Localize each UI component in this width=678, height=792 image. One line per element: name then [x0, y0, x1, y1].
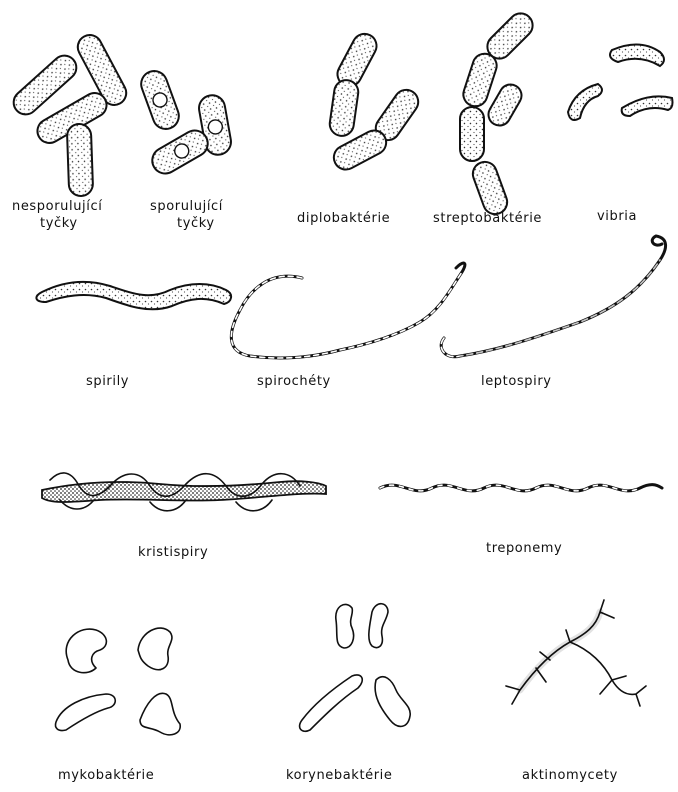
spirochetes-figure	[231, 263, 465, 358]
treponema-figure	[380, 485, 662, 491]
nonsporulating-rods-label-1: nesporulující	[12, 199, 102, 214]
mycobacteria-figure	[55, 628, 180, 735]
actinomycetes-label: aktinomycety	[522, 768, 618, 783]
corynebacteria-label: korynebaktérie	[286, 768, 393, 783]
spirochetes-label: spirochéty	[257, 374, 331, 389]
nonsporulating-rods-label-2: tyčky	[40, 216, 78, 231]
vibrios-label: vibria	[597, 209, 637, 224]
streptobacteria-figure	[460, 8, 538, 217]
spirilla-label: spirily	[86, 374, 129, 389]
cristispira-label: kristispiry	[138, 545, 208, 560]
streptobacteria-label: streptobaktérie	[433, 211, 542, 226]
vibrios-figure	[568, 44, 673, 120]
leptospira-figure	[441, 236, 665, 357]
nonsporulating-rods-figure	[9, 31, 131, 197]
spirilla-figure	[36, 282, 231, 310]
diplobacteria-label: diplobaktérie	[297, 211, 390, 226]
cristispira-figure	[42, 473, 326, 511]
sporulating-rods-figure	[138, 67, 233, 178]
treponema-label: treponemy	[486, 541, 562, 556]
sporulating-rods-label-2: tyčky	[177, 216, 215, 231]
mycobacteria-label: mykobaktérie	[58, 768, 154, 783]
leptospira-label: leptospiry	[481, 374, 552, 389]
actinomycetes-figure	[506, 600, 646, 706]
corynebacteria-figure	[300, 604, 411, 732]
diplobacteria-figure	[328, 30, 423, 174]
sporulating-rods-label-1: sporulující	[150, 199, 223, 214]
